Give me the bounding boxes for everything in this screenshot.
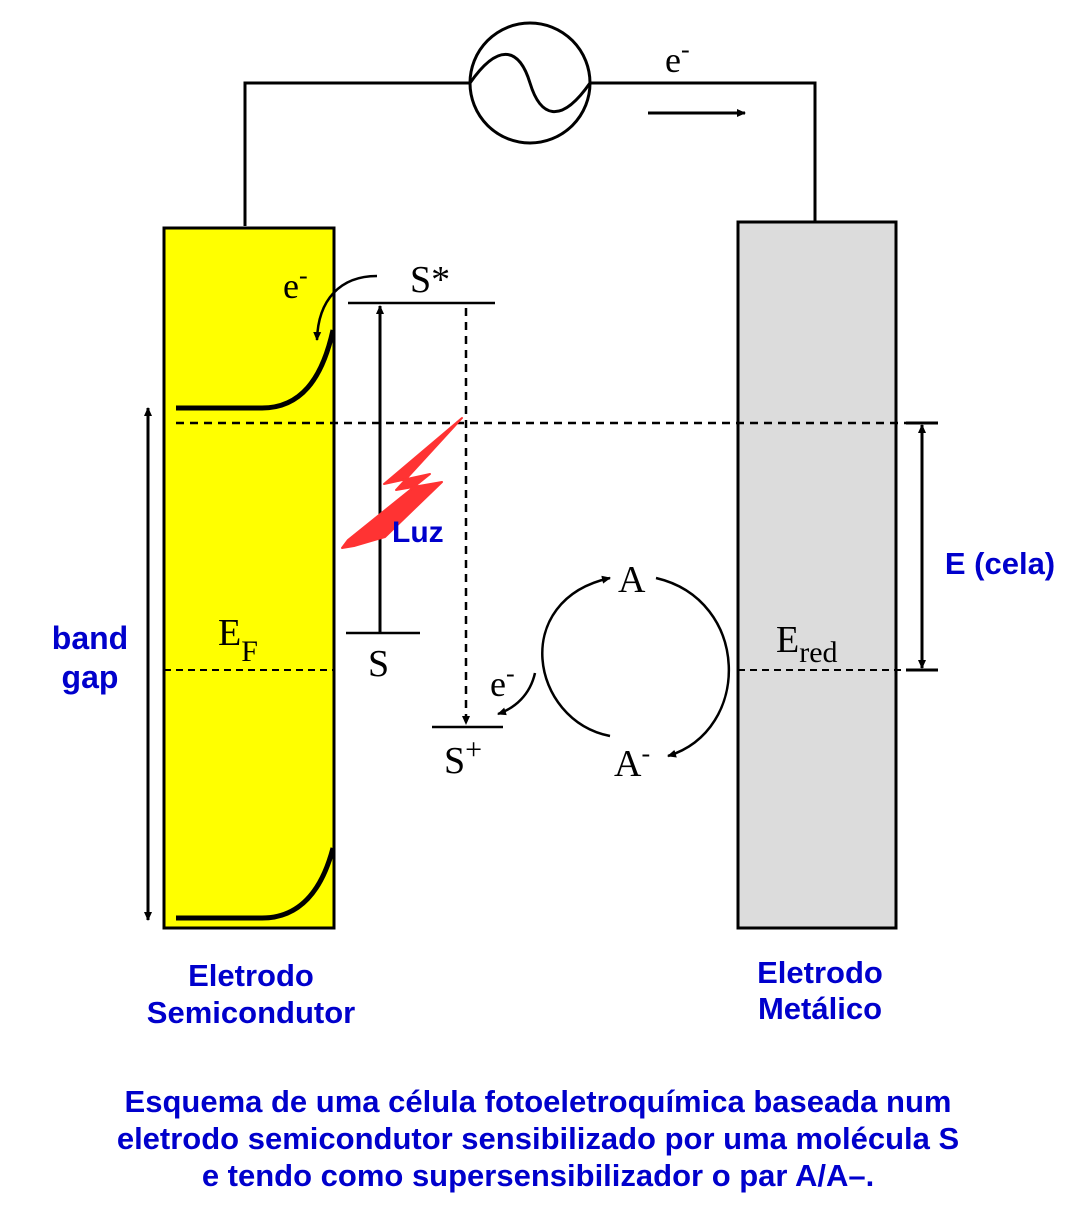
metal-electrode-label-line2: Metálico	[758, 991, 882, 1026]
caption-line-3: e tendo como supersensibilizador o par A…	[202, 1158, 874, 1193]
redox-cycle-arrow-left	[541, 575, 611, 738]
metal-electrode-label-line1: Eletrodo	[757, 955, 883, 990]
band-gap-label-line2: gap	[62, 659, 119, 695]
ground-state-label: S	[368, 643, 389, 685]
band-gap-label-line1: band	[52, 620, 128, 656]
external-circuit-wire-right	[590, 81, 817, 222]
species-a-minus-label: A-	[614, 739, 650, 785]
species-a-label: A	[618, 559, 646, 601]
fermi-level-label: EF	[218, 612, 258, 668]
light-label: Luz	[392, 516, 444, 549]
conduction-band-edge	[176, 329, 336, 411]
semiconductor-electrode	[162, 226, 336, 930]
oxidized-state-label: S+	[444, 733, 482, 782]
external-circuit-wire	[243, 81, 470, 226]
regeneration-electron-label: e-	[490, 659, 515, 704]
caption-line-1: Esquema de uma célula fotoeletroquímica …	[125, 1084, 952, 1119]
excited-state-label: S*	[410, 259, 450, 301]
semiconductor-electrode-label-line2: Semicondutor	[147, 995, 355, 1030]
external-electron-label: e-	[665, 35, 690, 80]
redox-potential-label: Ered	[776, 619, 838, 669]
injected-electron-label: e-	[283, 261, 308, 306]
sine-wave-icon	[468, 52, 592, 114]
semiconductor-electrode-label-line1: Eletrodo	[188, 958, 314, 993]
redox-cycle-arrow-right	[655, 576, 730, 758]
metal-electrode	[736, 220, 898, 930]
electron-injection-arrow	[313, 274, 378, 341]
cell-voltage-label: E (cela)	[945, 546, 1055, 581]
caption-line-2: eletrodo semicondutor sensibilizado por …	[117, 1121, 959, 1156]
regeneration-electron-arrow	[497, 672, 537, 716]
valence-band-edge	[176, 847, 336, 921]
light-bolt-icon	[341, 417, 463, 549]
